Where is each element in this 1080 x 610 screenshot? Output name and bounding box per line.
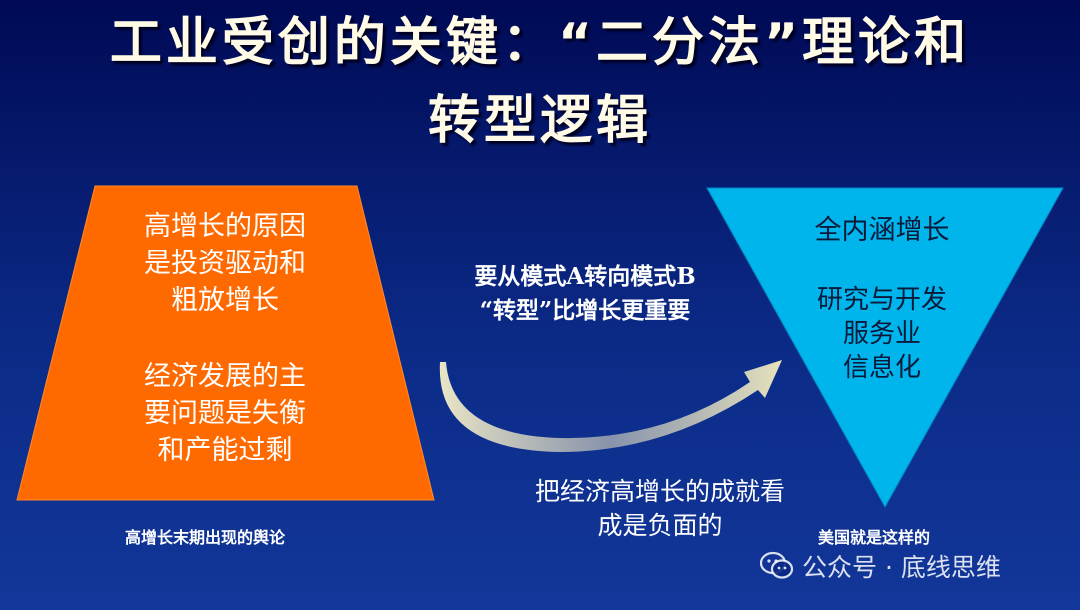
left-box-line: 高增长的原因	[144, 211, 306, 242]
transition-line: 要从模式A转向模式B	[474, 263, 696, 290]
left-box-line: 是投资驱动和	[144, 248, 306, 279]
transition-line: “转型”比增长更重要	[479, 297, 691, 324]
left-box-reasons: 高增长的原因 是投资驱动和 粗放增长	[60, 208, 390, 319]
right-triangle-item: 信息化	[842, 353, 921, 383]
negative-view-line: 把经济高增长的成就看	[534, 477, 785, 506]
left-box-line: 经济发展的主	[144, 361, 306, 392]
right-triangle-item: 研究与开发	[816, 285, 947, 315]
right-triangle-item: 服务业	[842, 319, 921, 349]
left-box-line: 和产能过剩	[157, 435, 293, 466]
left-box-problems: 经济发展的主 要问题是失衡 和产能过剩	[60, 358, 390, 469]
left-caption: 高增长末期出现的舆论	[125, 528, 286, 547]
right-triangle-items: 研究与开发 服务业 信息化	[762, 283, 1002, 385]
slide-title-line-1: 工业受创的关键：“二分法”理论和	[109, 13, 971, 73]
left-box-line: 要问题是失衡	[144, 398, 306, 429]
negative-view-label: 把经济高增长的成就看 成是负面的	[480, 475, 840, 543]
transition-label: 要从模式A转向模式B “转型”比增长更重要	[420, 260, 750, 328]
negative-view-line: 成是负面的	[597, 511, 723, 540]
watermark: 公众号 · 底线思维	[760, 548, 1001, 584]
right-caption: 美国就是这样的	[818, 528, 931, 547]
transition-arrow	[439, 360, 782, 452]
left-trapezoid	[16, 185, 435, 501]
watermark-text: 公众号 · 底线思维	[802, 553, 1001, 582]
right-inverted-triangle	[706, 187, 1064, 509]
left-box-line: 粗放增长	[171, 285, 279, 316]
slide-title-line-2: 转型逻辑	[427, 91, 652, 151]
wechat-icon	[760, 551, 794, 579]
right-triangle-heading: 全内涵增长	[814, 215, 950, 246]
